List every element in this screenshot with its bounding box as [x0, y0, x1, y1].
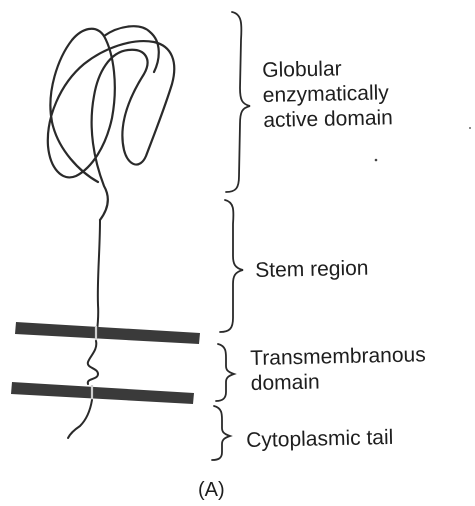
transmembrane-squiggle: [88, 341, 98, 384]
label-globular-domain: Globular enzymatically active domain: [262, 54, 464, 133]
cytoplasmic-tail-strand: [68, 400, 92, 438]
figure-caption: (A): [198, 478, 225, 502]
membrane-lower: [11, 382, 194, 404]
brace-transmembrane: [216, 344, 234, 401]
stem-strand: [96, 220, 100, 340]
label-globular-line-3: active domain: [263, 104, 463, 133]
brace-globular: [226, 12, 250, 192]
brace-cytoplasmic: [212, 406, 230, 460]
label-transmembranous-line-2: domain: [251, 366, 471, 396]
label-cytoplasmic-tail: Cytoplasmic tail: [246, 425, 394, 453]
label-stem-region: Stem region: [255, 256, 369, 283]
scan-speck: [469, 127, 471, 129]
membrane-upper: [15, 322, 200, 344]
globular-domain-coil: [48, 26, 174, 220]
scan-speck: [375, 159, 378, 162]
label-transmembranous-domain: Transmembranous domain: [250, 341, 471, 396]
brace-stem: [220, 200, 243, 332]
